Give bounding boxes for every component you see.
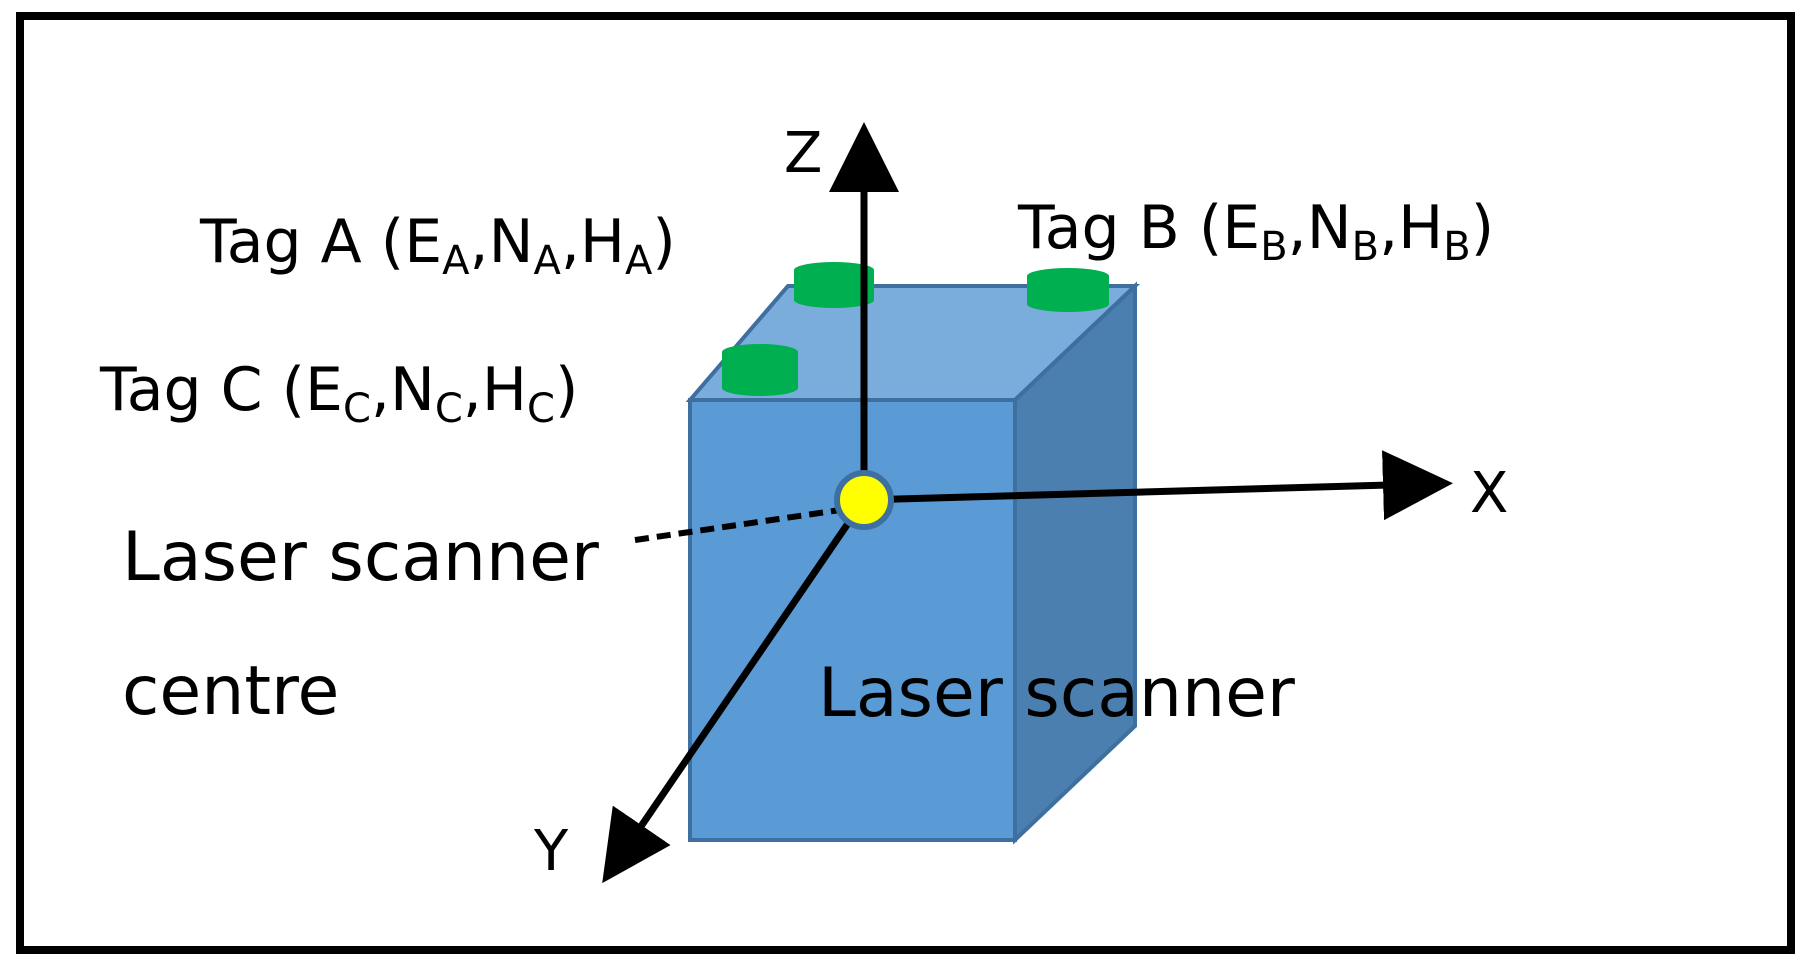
centre-label-line1: Laser scanner [122, 518, 599, 597]
laser-scanner-box [685, 281, 1141, 845]
tag-b-marker [1027, 268, 1109, 312]
x-axis [863, 450, 1453, 521]
cylinder-tag-icon [722, 344, 798, 396]
x-axis-label: X [1470, 461, 1508, 526]
tag-c-marker [722, 344, 798, 396]
scanner-label: Laser scanner [818, 654, 1295, 733]
axes [602, 122, 1453, 884]
circle-point-icon [834, 470, 894, 530]
centre-label-line2: centre [122, 652, 339, 731]
z-axis-label: Z [784, 121, 822, 186]
tag-b-label: Tag B (EB,NB,HB) [1017, 193, 1494, 270]
y-axis-label: Y [533, 819, 569, 884]
centre-leader-line [634, 507, 841, 543]
tag-c-label: Tag C (EC,NC,HC) [99, 355, 578, 432]
y-axis [602, 498, 867, 884]
tag-a-label: Tag A (EA,NA,HA) [199, 207, 676, 284]
box-front-face [688, 398, 1017, 842]
cylinder-tag-icon [1027, 268, 1109, 312]
